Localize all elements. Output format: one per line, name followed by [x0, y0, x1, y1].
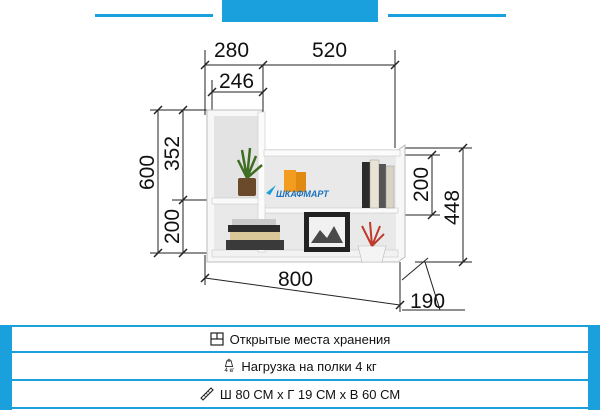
dim-total-height: 600: [136, 155, 159, 190]
dim-top-right-width: 520: [312, 39, 347, 62]
panel-rule: [12, 351, 588, 353]
dim-right-section-height: 200: [410, 167, 433, 202]
feature-row-load: 4 кг Нагрузка на полки 4 кг: [14, 355, 586, 377]
feature-label: Нагрузка на полки 4 кг: [241, 358, 377, 374]
dim-depth: 190: [410, 290, 445, 313]
book-stack-decor: [226, 219, 284, 250]
panel-rule: [12, 379, 588, 381]
dim-top-left-width: 280: [214, 39, 249, 62]
ruler-icon: [200, 387, 214, 401]
panel-rule: [12, 407, 588, 409]
feature-label: Ш 80 СМ х Г 19 СМ х В 60 СМ: [219, 386, 401, 402]
panel-right-accent: [588, 325, 600, 410]
picture-frame-decor: [304, 212, 350, 252]
brand-logo: ШКАФМАРТ: [266, 185, 330, 199]
panel-rule: [12, 325, 588, 327]
shelf-drawing: ШКАФМАРТ 280 520 246 800 190 600 352 200…: [136, 39, 472, 313]
feature-row-size: Ш 80 СМ х Г 19 СМ х В 60 СМ: [14, 383, 586, 405]
panel-left-accent: [0, 325, 12, 410]
plant-decor: [236, 147, 263, 196]
feature-label: Открытые места хранения: [229, 331, 391, 347]
shelves-icon: [210, 332, 224, 346]
feature-row-storage: Открытые места хранения: [14, 328, 586, 350]
dim-lower-height: 200: [161, 209, 184, 244]
top-rule-left: [95, 14, 213, 17]
brand-text: ШКАФМАРТ: [276, 189, 330, 199]
dim-right-total-height: 448: [441, 190, 464, 225]
top-rule-right: [388, 14, 506, 17]
dim-total-width: 800: [278, 268, 313, 291]
top-accent-block: [222, 0, 378, 22]
books-decor: [362, 159, 395, 209]
features-panel: Открытые места хранения 4 кг Нагрузка на…: [0, 325, 600, 410]
weight-icon: 4 кг: [223, 358, 235, 374]
boxes-decor: [284, 170, 306, 192]
weight-icon-caption: 4 кг: [224, 368, 235, 374]
vase-decor: [357, 221, 387, 263]
dim-upper-height: 352: [161, 136, 184, 171]
dim-inner-width: 246: [219, 70, 254, 93]
